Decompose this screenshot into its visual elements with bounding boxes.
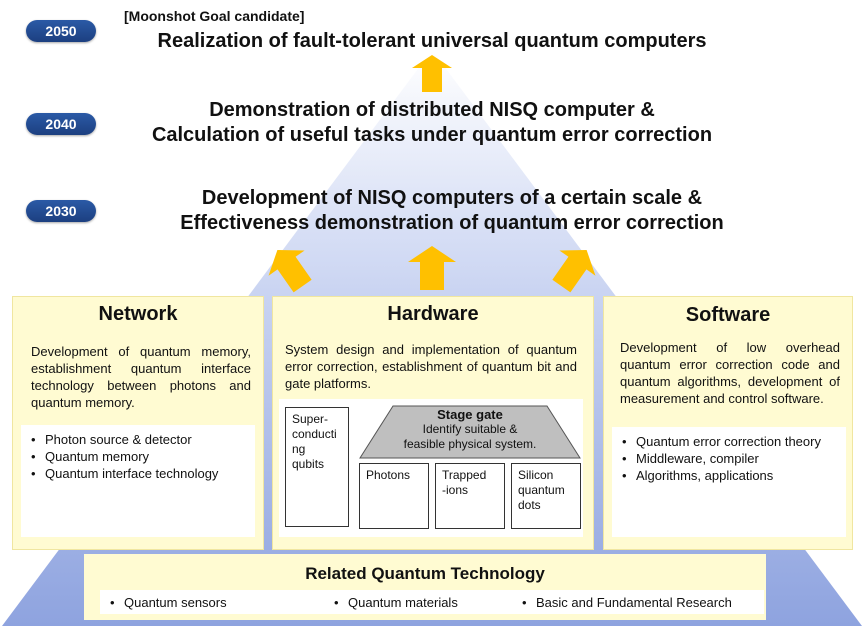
hardware-title: Hardware [387, 303, 479, 325]
year-badge-2040: 2040 [26, 113, 96, 135]
stage-gate-label: Stage gate Identify suitable & feasible … [359, 407, 581, 452]
goal-2030-line1: Development of NISQ computers of a certa… [201, 187, 703, 209]
superconducting-qubits-box: Super- conducti ng qubits [285, 407, 349, 527]
stage-gate-shape [359, 405, 581, 459]
software-panel: Software Development of low overhead qua… [603, 296, 853, 550]
related-list: Basic and Fundamental Research [512, 594, 732, 611]
list-item: Quantum sensors [100, 594, 227, 611]
hardware-description: System design and implementation of quan… [285, 342, 577, 391]
software-list: Quantum error correction theory Middlewa… [612, 433, 838, 484]
up-arrow-icon [268, 249, 312, 293]
superconducting-line: conducti [292, 427, 337, 441]
list-item: Quantum interface technology [21, 465, 255, 482]
list-item: Quantum error correction theory [612, 433, 838, 450]
list-item: Basic and Fundamental Research [512, 594, 732, 611]
software-list-box: Quantum error correction theory Middlewa… [612, 427, 846, 537]
year-badge-2030: 2030 [26, 200, 96, 222]
list-item: Quantum memory [21, 448, 255, 465]
stage-gate-title: Stage gate [437, 407, 503, 422]
up-arrow-icon [408, 246, 456, 290]
list-item: Quantum materials [324, 594, 458, 611]
list-item: Photon source & detector [21, 431, 255, 448]
network-list-box: Photon source & detector Quantum memory … [21, 425, 255, 537]
network-description: Development of quantum memory, establish… [31, 344, 251, 410]
platform-line: Trapped [442, 468, 487, 482]
trapped-ions-box: Trapped -ions [435, 463, 505, 529]
superconducting-line: qubits [292, 457, 325, 471]
related-list: Quantum materials [324, 594, 458, 611]
platform-line: -ions [442, 483, 469, 497]
silicon-quantum-dots-box: Silicon quantum dots [511, 463, 581, 529]
goal-2030-line2: Effectiveness demonstration of quantum e… [180, 212, 724, 234]
related-technology-panel: Related Quantum Technology Quantum senso… [84, 554, 766, 620]
up-arrow-icon [552, 249, 596, 293]
platform-line: Silicon [518, 468, 554, 482]
list-item: Middleware, compiler [612, 450, 838, 467]
list-item: Algorithms, applications [612, 467, 838, 484]
related-list-box: Quantum sensors Quantum materials Basic … [100, 590, 764, 614]
network-list: Photon source & detector Quantum memory … [21, 431, 255, 482]
hardware-panel: Hardware System design and implementatio… [272, 296, 594, 550]
software-title: Software [685, 304, 771, 326]
superconducting-line: ng [292, 442, 306, 456]
software-description: Development of low overhead quantum erro… [620, 340, 840, 406]
related-list: Quantum sensors [100, 594, 227, 611]
goal-2040-line1: Demonstration of distributed NISQ comput… [209, 99, 655, 121]
moonshot-note: [Moonshot Goal candidate] [124, 8, 305, 24]
goal-2040-line2: Calculation of useful tasks under quantu… [151, 124, 713, 146]
goal-2050: Realization of fault-tolerant universal … [157, 30, 707, 52]
hardware-platform-box: Super- conducti ng qubits Stage gate Ide… [279, 399, 583, 537]
stage-gate-line: feasible physical system. [403, 437, 537, 451]
superconducting-line: Super- [292, 412, 329, 426]
up-arrow-icon [412, 55, 452, 92]
platform-line: dots [518, 498, 541, 512]
platform-line: quantum [518, 483, 565, 497]
network-title: Network [98, 303, 178, 325]
year-badge-2050: 2050 [26, 20, 96, 42]
related-title: Related Quantum Technology [305, 564, 545, 583]
photons-box: Photons [359, 463, 429, 529]
stage-gate-line: Identify suitable & [422, 422, 518, 436]
network-panel: Network Development of quantum memory, e… [12, 296, 264, 550]
platform-line: Photons [366, 468, 411, 482]
